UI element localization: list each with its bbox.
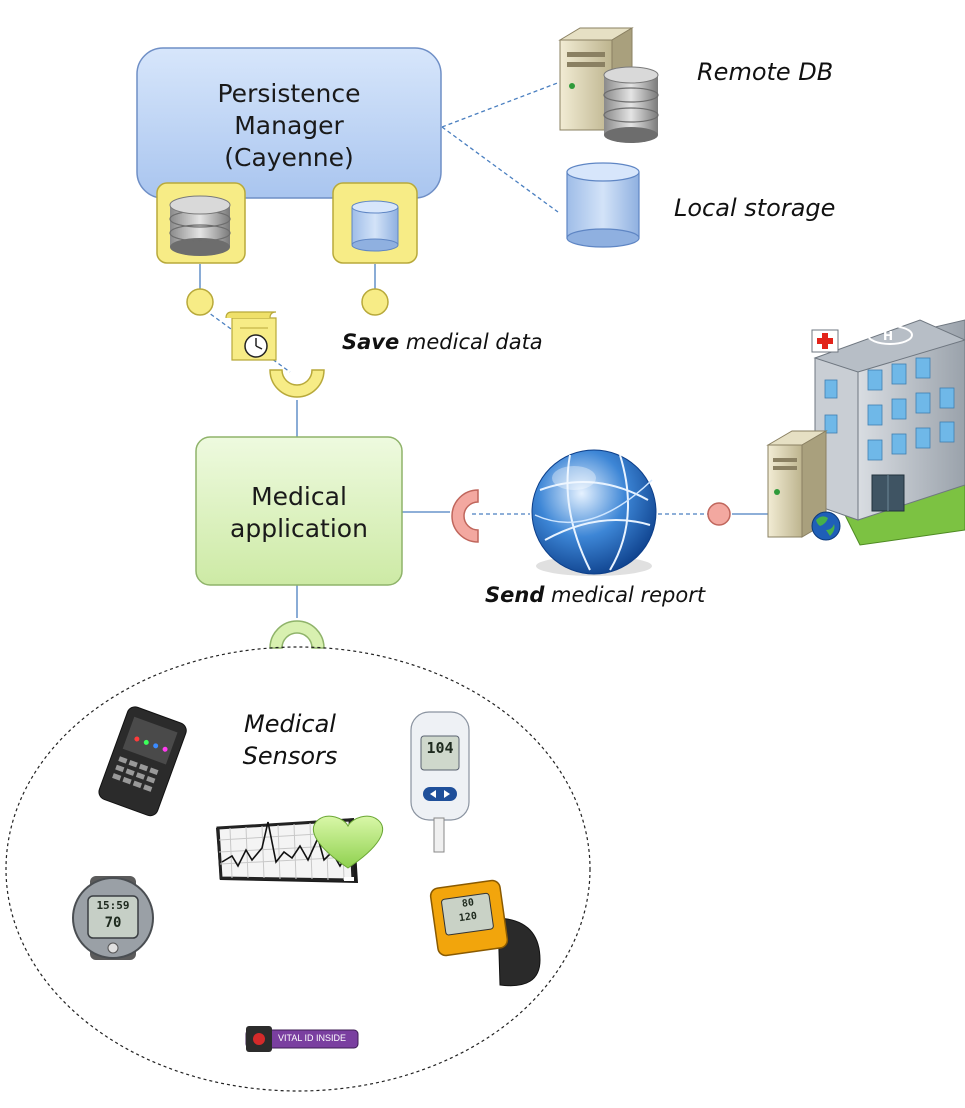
sport-watch-icon [72, 876, 154, 960]
medical-sensors-title: Medical Sensors [220, 708, 360, 772]
hospital-provided-interface [707, 502, 731, 526]
svg-text:H: H [883, 329, 893, 343]
hospital-server-icon [766, 430, 841, 541]
persistence-manager-box [136, 47, 442, 199]
remote-db-label: Remote DB [697, 58, 834, 86]
save-label-strong: Save [342, 330, 400, 354]
app-required-interface-right [451, 489, 479, 543]
watch-reading-top: 15:59 [96, 899, 130, 912]
hospital-icon: H [811, 319, 965, 546]
app-title-line-1: Medical [251, 482, 347, 511]
persistence-interface-right [361, 288, 389, 316]
network-globe-icon [531, 449, 657, 576]
cylinder-icon [351, 200, 399, 252]
glucometer-icon [410, 711, 470, 853]
local-storage-label: Local storage [674, 194, 836, 222]
sensors-title-line-1: Medical [244, 710, 336, 738]
save-medical-data-label: Save medical data [342, 330, 543, 354]
glucometer-reading: 104 [426, 739, 454, 757]
app-title-line-2: application [230, 514, 368, 543]
local-storage-link [441, 126, 559, 213]
persistence-title-line-3: (Cayenne) [224, 143, 354, 172]
medical-id-band-icon [245, 1026, 359, 1052]
blood-pressure-monitor-icon [429, 879, 541, 987]
sensor-device-phone-icon [98, 706, 187, 817]
send-medical-report-label: Send medical report [485, 583, 705, 607]
sensors-title-line-2: Sensors [242, 742, 338, 770]
local-storage-icon [566, 162, 640, 248]
persistence-manager-title: Persistence Manager (Cayenne) [150, 78, 428, 174]
medical-application-title: Medical application [200, 481, 398, 545]
remote-db-server-icon [558, 27, 659, 143]
scheduled-document-icon [225, 311, 277, 361]
save-label-rest: medical data [399, 330, 543, 354]
persistence-port-remote [156, 182, 246, 264]
disk-stack-icon [169, 195, 231, 256]
app-required-interface-bottom [269, 620, 325, 649]
persistence-title-line-2: Manager [234, 111, 344, 140]
remote-db-link [441, 81, 561, 128]
app-required-interface-top [269, 369, 325, 398]
persistence-interface-left [186, 288, 214, 316]
sensors-boundary [5, 646, 591, 1092]
ecg-monitor-icon [216, 815, 384, 883]
watch-reading-bottom: 70 [104, 915, 122, 931]
medical-application-box [195, 436, 403, 586]
send-label-strong: Send [485, 583, 545, 607]
persistence-port-local [332, 182, 418, 264]
send-label-rest: medical report [544, 583, 706, 607]
id-band-text: VITAL ID INSIDE [278, 1033, 347, 1043]
persistence-title-line-1: Persistence [217, 79, 361, 108]
